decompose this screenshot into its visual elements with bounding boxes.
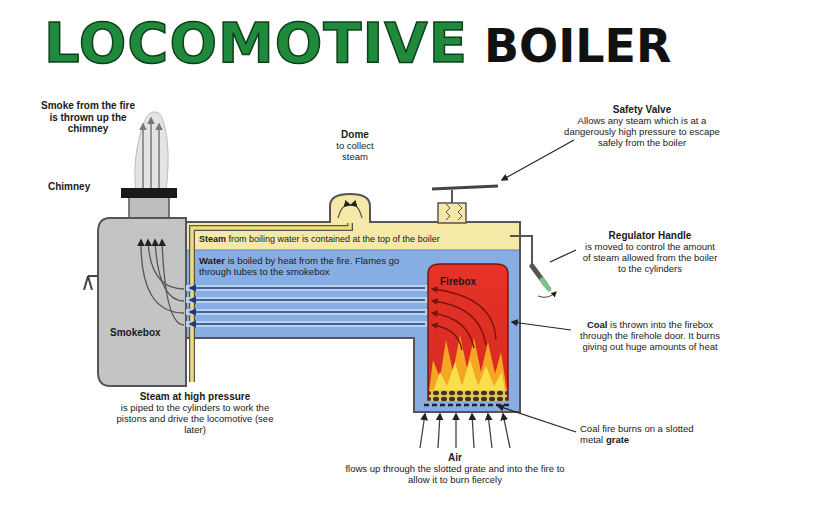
water-line (186, 250, 519, 251)
coal-bed (429, 390, 507, 401)
smokebox-door-hinge (84, 276, 98, 290)
safety-valve (432, 186, 498, 223)
regulator-handle (510, 236, 556, 297)
part-name: Safety Valve (558, 104, 726, 116)
part-name: Dome (325, 129, 385, 141)
callout-text: to collect steam (325, 141, 385, 163)
callout-text: Allows any steam which is at a dangerous… (558, 116, 726, 149)
flame-arrows (432, 289, 496, 350)
callout-text: is piped to the cylinders to work the pi… (115, 403, 275, 436)
flames (429, 335, 507, 392)
dome-arrows (338, 205, 362, 218)
firebox (428, 264, 508, 400)
part-name: Air (340, 452, 570, 464)
air-arrows (420, 414, 510, 448)
callout-text: is moved to control the amount of steam … (580, 242, 720, 275)
callout-text: Steam from boiling water is contained at… (199, 234, 440, 244)
callout-text: Smoke from the fire is thrown up the chi… (38, 100, 138, 135)
part-name: Steam at high pressure (115, 391, 275, 403)
smokebox-gas-arrows (141, 240, 184, 325)
leader-lines (498, 140, 576, 432)
dome (330, 194, 370, 223)
part-name: Smokebox (110, 327, 180, 339)
callout-text: Coal is thrown into the firebox through … (576, 320, 724, 353)
part-name: Chimney (48, 181, 108, 193)
smokebox (98, 218, 186, 386)
title: LOCOMOTIVE BOILER (44, 10, 671, 75)
boiler-shell (185, 222, 520, 412)
steam-pipe-down (190, 230, 194, 382)
chimney-cap (121, 188, 177, 198)
flames-inner (433, 360, 505, 392)
chimney (129, 196, 169, 220)
callout-text: flows up through the slotted grate and i… (340, 464, 570, 486)
callout-text: Coal fire burns on a slotted metal grate (580, 424, 700, 446)
part-name: Regulator Handle (580, 230, 720, 242)
callout-text: Water is boiled by heat from the fire. F… (199, 256, 421, 278)
fire-tubes (186, 285, 428, 327)
part-name: Firebox (440, 276, 500, 288)
